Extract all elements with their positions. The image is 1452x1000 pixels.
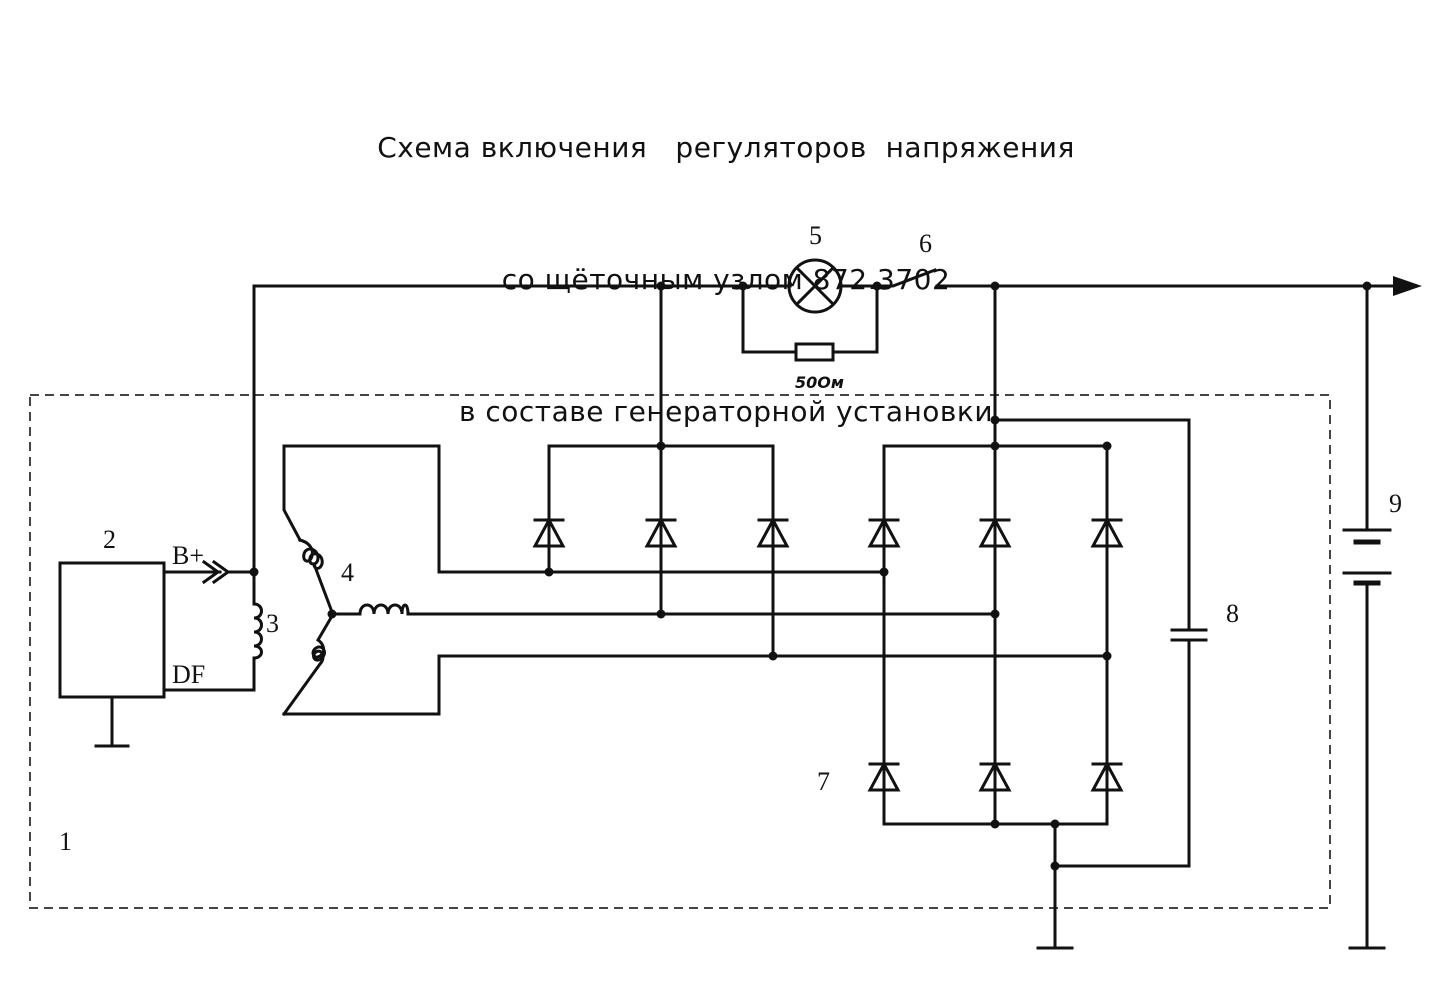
title-line-1: Схема включения регуляторов напряжения [377,131,1075,164]
label-df: DF [172,660,205,689]
diode-array-auxiliary [532,444,790,658]
label-9: 9 [1389,489,1402,518]
label-2: 2 [103,525,116,554]
voltage-regulator [58,561,166,699]
label-4: 4 [341,558,354,587]
stator-winding [281,444,410,717]
output-arrow-icon [1393,276,1422,296]
junction-dots [249,281,1372,871]
label-6: 6 [919,229,932,258]
warning-lamp [741,258,879,314]
label-b-plus: B+ [172,541,204,570]
label-1: 1 [59,827,72,856]
label-5: 5 [809,221,822,250]
ignition-switch [875,268,937,288]
capacitor [1170,628,1208,642]
diagram-title: Схема включения регуляторов напряжения с… [0,38,1452,478]
title-line-3: в составе генераторной установки [458,395,994,428]
battery [1342,284,1392,950]
label-7: 7 [817,767,830,796]
phase-line-1 [282,444,886,574]
resistor-label: 50Ом [795,373,844,392]
top-bus-left [252,284,745,572]
generator-boundary [29,394,1331,909]
capacitor-lead-top [993,418,1191,632]
label-8: 8 [1226,599,1239,628]
label-3: 3 [266,609,279,638]
title-line-2: со щёточным узлом 872.3702 [501,263,951,296]
regulator-ground-icon [94,695,130,748]
phase-line-3 [282,654,1109,716]
resistor-50-ohm [741,284,879,362]
capacitor-lead-bottom [1053,638,1191,868]
